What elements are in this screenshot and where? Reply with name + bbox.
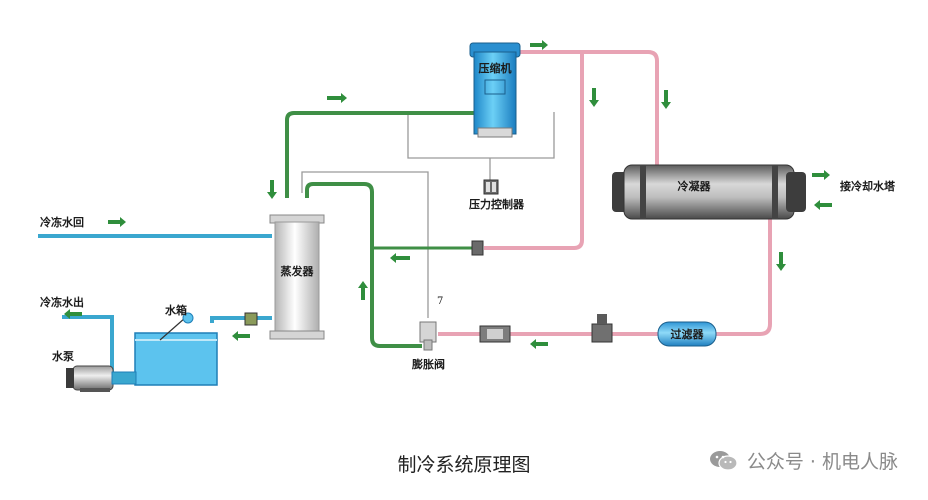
evaporator: 蒸发器 bbox=[269, 214, 325, 340]
diagram-caption: 制冷系统原理图 bbox=[397, 454, 531, 476]
water-valve bbox=[244, 312, 258, 326]
filter: 过滤器 bbox=[657, 321, 717, 347]
bypass-valve bbox=[471, 240, 484, 256]
sight-glass bbox=[479, 325, 511, 343]
pressure-controller-label: 压力控制器 bbox=[469, 197, 525, 211]
evaporator-to-expansion-line bbox=[305, 182, 422, 348]
tank-to-evaporator-pipe bbox=[210, 316, 272, 323]
watermark: 公众号 · 机电人脉 bbox=[709, 447, 898, 474]
valve-mark: 7 bbox=[437, 296, 443, 307]
filter-label: 过滤器 bbox=[671, 327, 705, 341]
water-pump-label: 水泵 bbox=[52, 349, 74, 363]
evaporator-label: 蒸发器 bbox=[281, 264, 315, 278]
chilled-water-return-label: 冷冻水回 bbox=[40, 215, 84, 229]
liquid-lines bbox=[438, 50, 772, 336]
discharge-line-to-condenser bbox=[518, 50, 659, 168]
water-pump: 水泵 bbox=[52, 349, 137, 392]
watermark-text: 公众号 · 机电人脉 bbox=[746, 451, 898, 473]
control-lines bbox=[301, 112, 555, 318]
inline-valves bbox=[244, 240, 613, 343]
water-tank: 水箱 bbox=[134, 303, 218, 386]
suction-lines bbox=[285, 111, 480, 348]
chilled-water-out-label: 冷冻水出 bbox=[40, 295, 84, 309]
condenser-to-filter-line bbox=[716, 214, 772, 336]
expansion-valve-label: 膨胀阀 bbox=[411, 357, 445, 371]
water-tank-label: 水箱 bbox=[165, 303, 187, 317]
compressor-label: 压缩机 bbox=[479, 61, 512, 75]
solenoid-valve bbox=[591, 314, 613, 343]
expansion-valve: 7 膨胀阀 bbox=[411, 296, 445, 371]
pressure-controller: 压力控制器 bbox=[469, 179, 525, 211]
wechat-icon bbox=[709, 450, 738, 471]
bypass-pink-line bbox=[484, 52, 584, 250]
condenser-label: 冷凝器 bbox=[678, 179, 712, 193]
flow-arrows bbox=[64, 40, 832, 349]
compressor: 压缩机 bbox=[469, 42, 521, 138]
condenser: 冷凝器 接冷却水塔 bbox=[612, 164, 896, 220]
suction-line-to-compressor bbox=[285, 111, 478, 198]
cooling-tower-label: 接冷却水塔 bbox=[840, 179, 896, 193]
